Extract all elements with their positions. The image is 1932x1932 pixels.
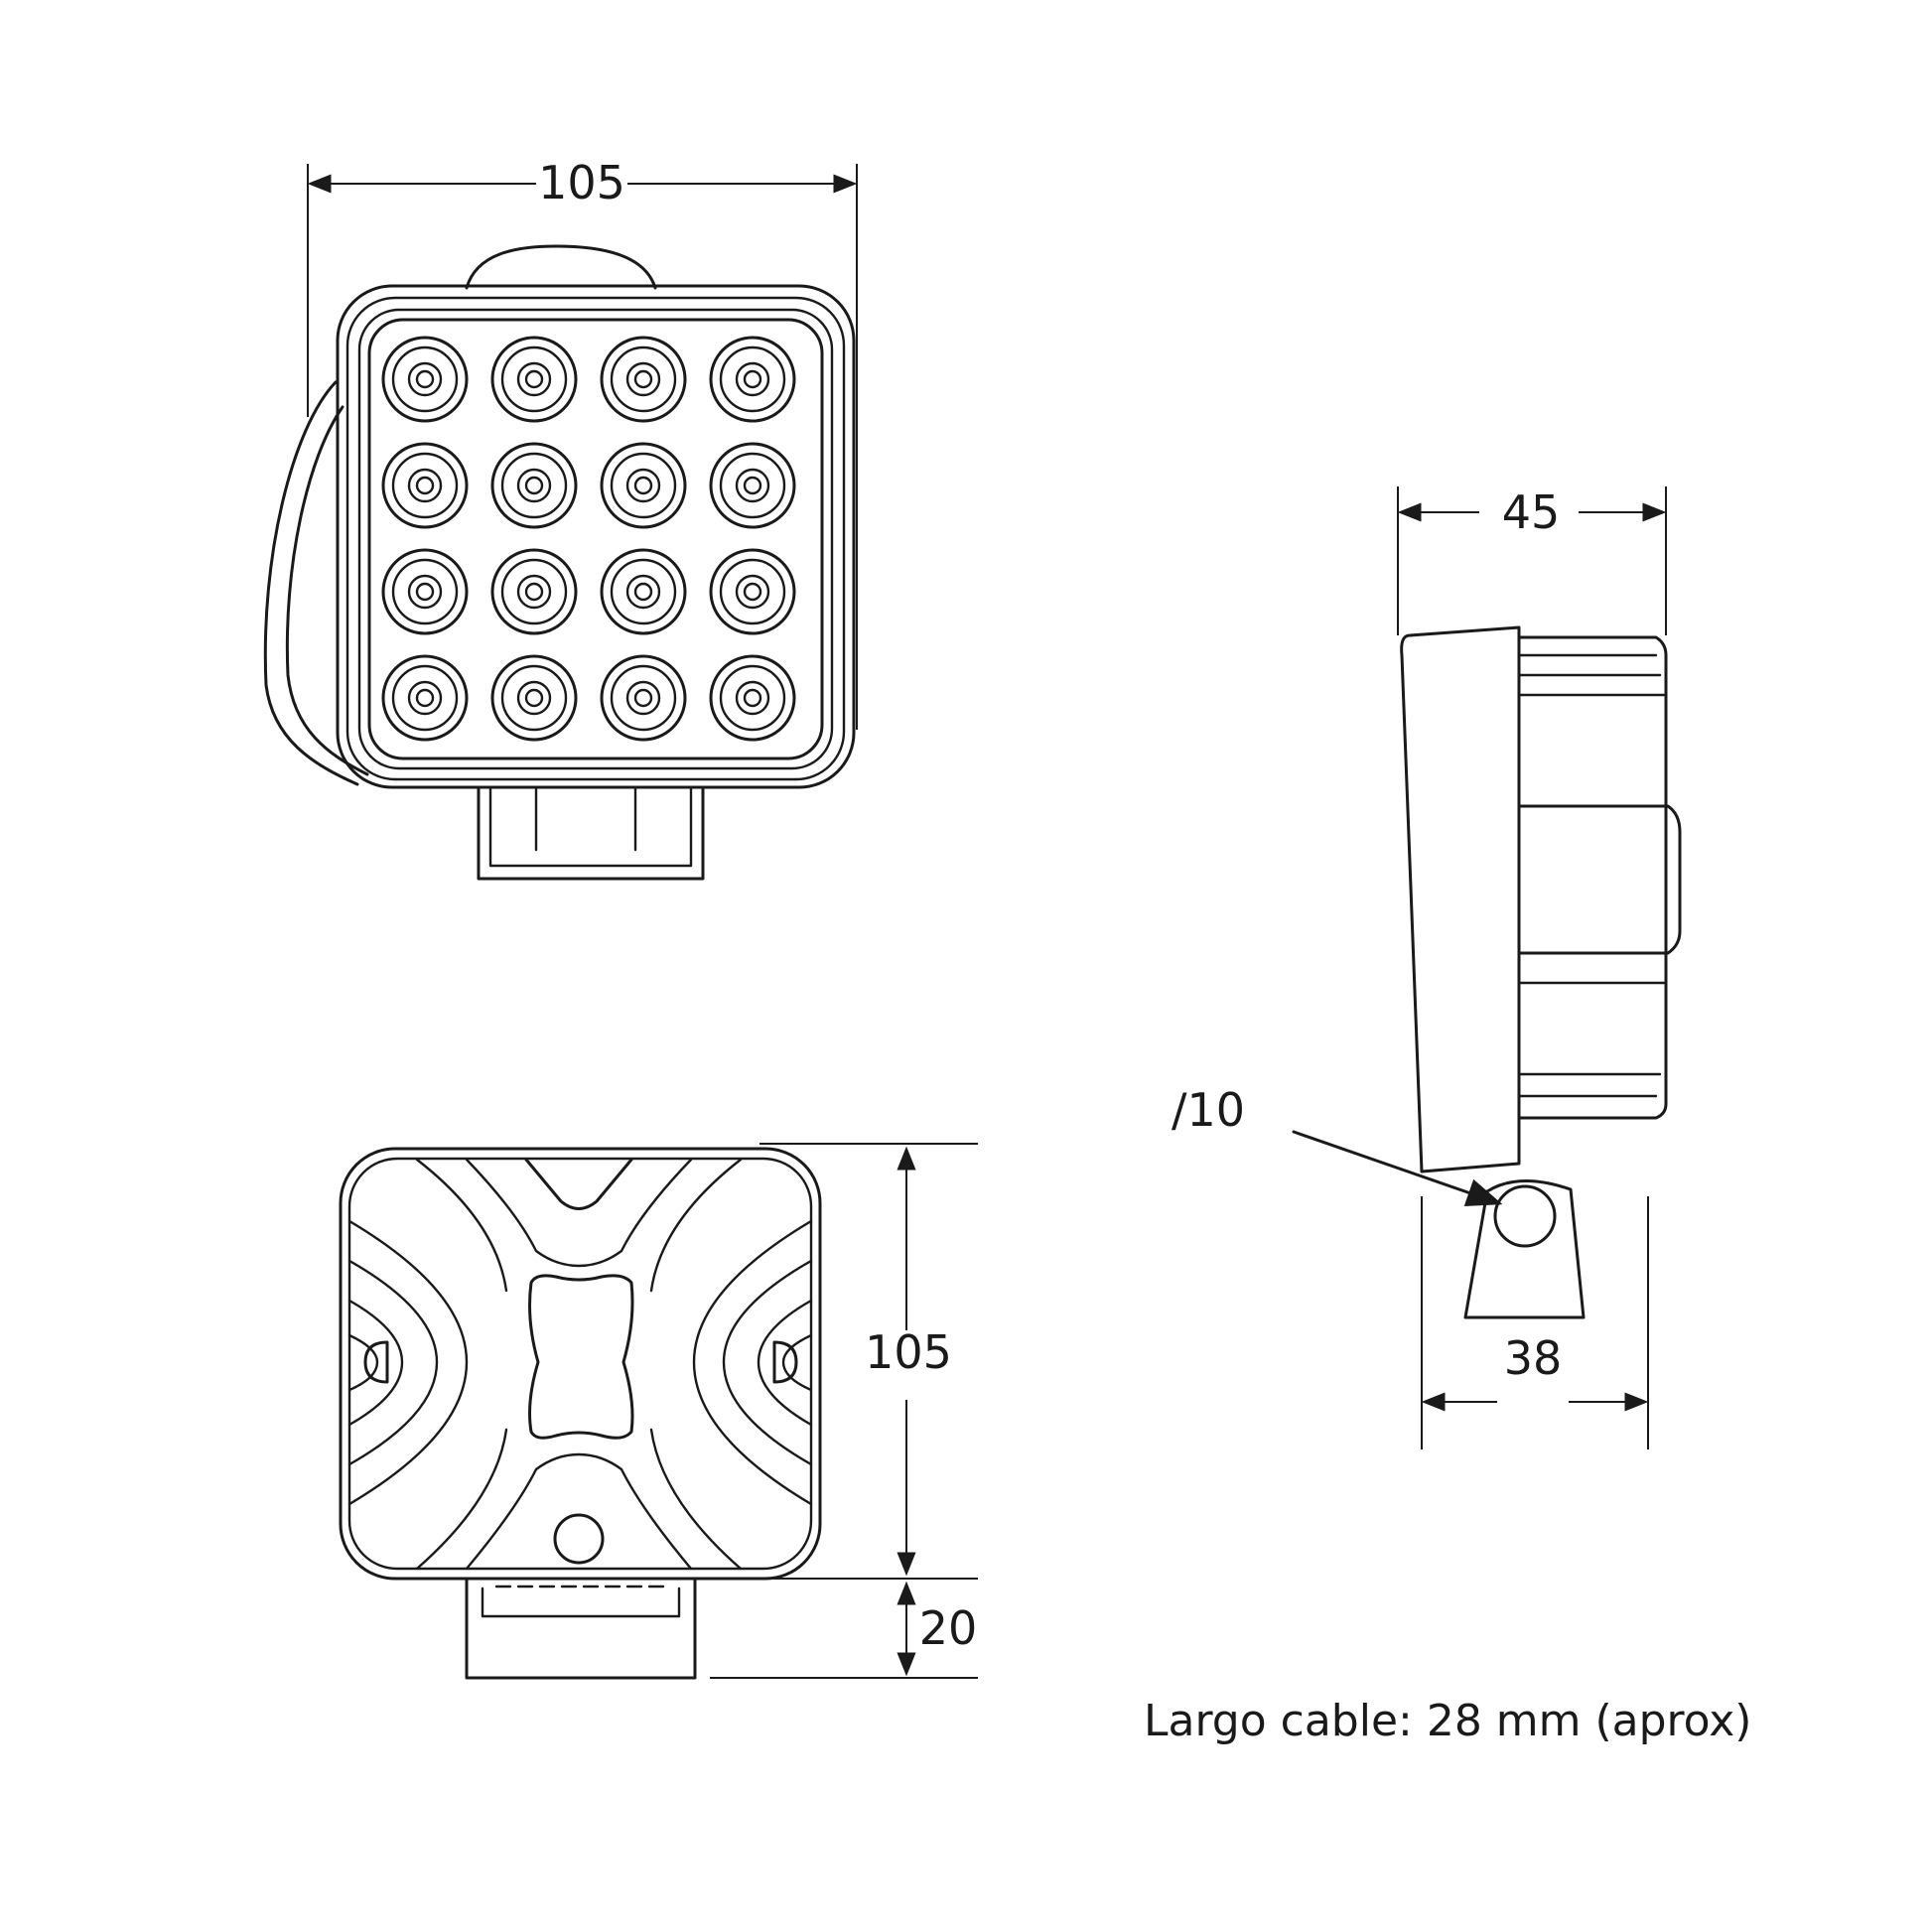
front-width-label: 105 (538, 156, 625, 209)
led-9 (381, 548, 469, 635)
back-height-label: 105 (865, 1325, 952, 1379)
led-16 (709, 654, 796, 742)
cable-length-note: Largo cable: 28 mm (aprox) (1144, 1696, 1751, 1746)
led-1 (381, 336, 469, 423)
back-view: 105 20 (339, 1143, 978, 1680)
side-depth-label: 45 (1502, 485, 1561, 539)
led-15 (600, 654, 687, 742)
led-6 (490, 442, 578, 529)
led-7 (600, 442, 687, 529)
led-11 (600, 548, 687, 635)
hole-diameter-label: ∕10 (1172, 1083, 1245, 1137)
led-2 (490, 336, 578, 423)
led-10 (490, 548, 578, 635)
led-5 (381, 442, 469, 529)
front-view: 105 (263, 156, 858, 881)
led-13 (381, 654, 469, 742)
led-8 (709, 442, 796, 529)
side-view: 45 38 ∕10 (1172, 485, 1682, 1449)
led-grid (381, 336, 796, 742)
led-4 (709, 336, 796, 423)
bracket-height-label: 20 (919, 1601, 978, 1655)
led-14 (490, 654, 578, 742)
led-3 (600, 336, 687, 423)
led-12 (709, 548, 796, 635)
base-width-label: 38 (1504, 1331, 1563, 1385)
